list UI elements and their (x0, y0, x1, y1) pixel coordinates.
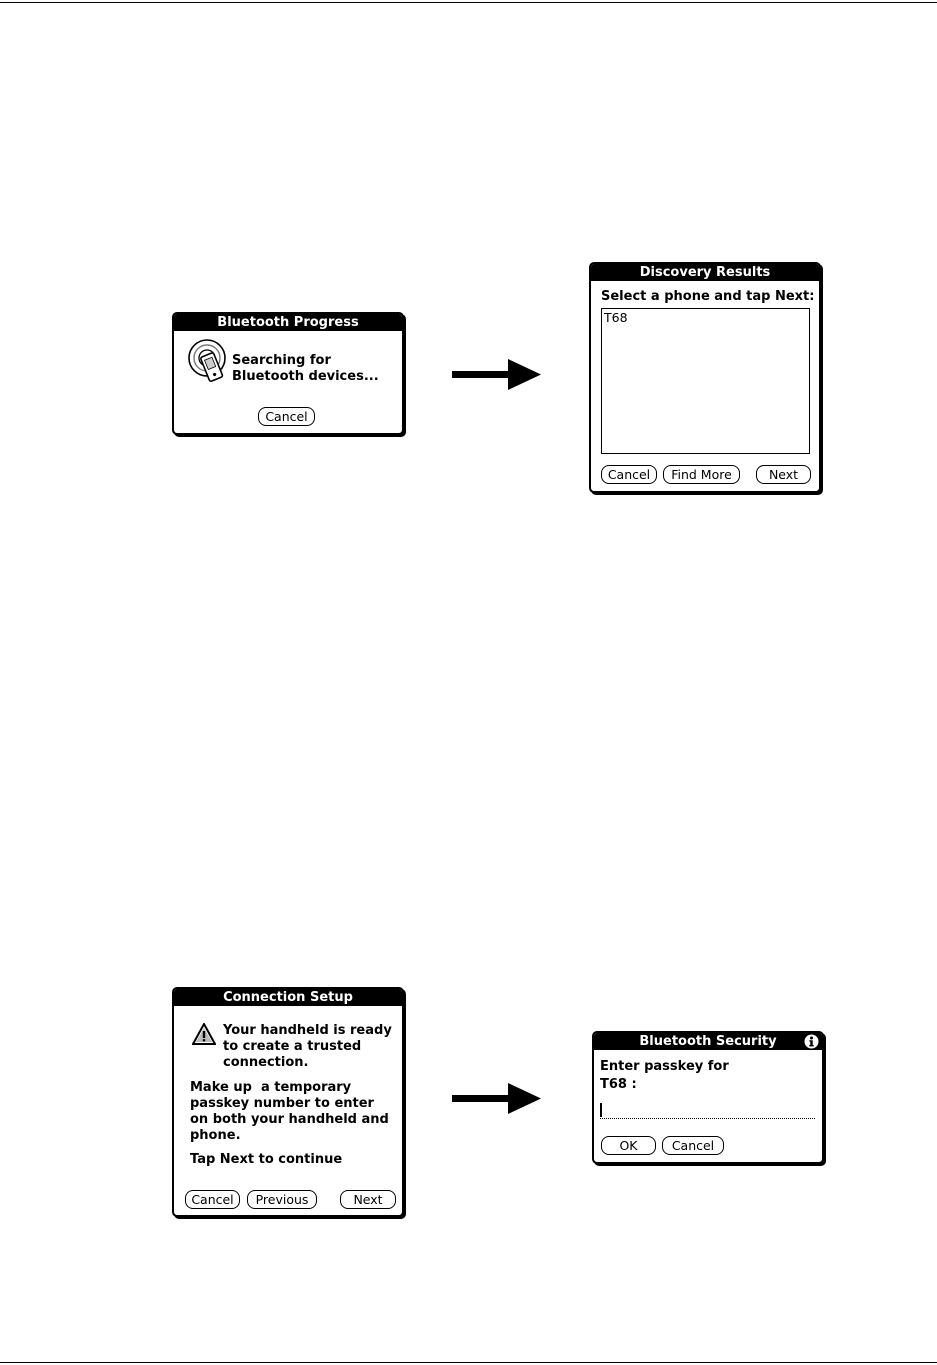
info-icon[interactable] (804, 1034, 819, 1049)
cancel-button[interactable]: Cancel (662, 1136, 724, 1155)
bluetooth-progress-dialog: Bluetooth Progress Searching for Bluetoo… (172, 312, 404, 435)
dialog-title: Discovery Results (591, 264, 819, 281)
device-list-item[interactable]: T68 (604, 310, 628, 325)
warning-triangle-icon (192, 1023, 216, 1045)
next-button[interactable]: Next (756, 465, 811, 484)
right-arrow-icon (452, 359, 541, 390)
passkey-prompt-line1: Enter passkey for (600, 1059, 729, 1074)
bottom-rule (0, 1362, 937, 1363)
ready-text-line3: connection. (223, 1055, 309, 1070)
passkey-text-line1: Make up a temporary (190, 1080, 352, 1095)
cancel-button[interactable]: Cancel (185, 1190, 240, 1209)
continue-instruction: Tap Next to continue (190, 1152, 343, 1167)
dialog-title: Bluetooth Security (594, 1033, 822, 1050)
ready-text-line2: to create a trusted (223, 1039, 362, 1054)
dialog-title: Bluetooth Progress (174, 314, 402, 331)
ok-button[interactable]: OK (601, 1136, 656, 1155)
text-cursor (600, 1103, 602, 1117)
previous-button[interactable]: Previous (247, 1190, 317, 1209)
ready-text-line1: Your handheld is ready (223, 1023, 392, 1038)
passkey-prompt-line2: T68 : (600, 1077, 637, 1092)
device-list[interactable]: T68 (601, 308, 810, 454)
discovery-results-dialog: Discovery Results Select a phone and tap… (589, 262, 821, 493)
passkey-text-line3: on both your handheld and (190, 1112, 389, 1127)
passkey-text-line4: phone. (190, 1128, 241, 1143)
select-phone-prompt: Select a phone and tap Next: (601, 289, 815, 304)
dialog-title: Connection Setup (174, 989, 402, 1006)
searching-text-line1: Searching for (232, 353, 331, 368)
passkey-text-line2: passkey number to enter (190, 1096, 374, 1111)
cancel-button[interactable]: Cancel (601, 465, 657, 484)
handheld-radio-waves-icon (188, 339, 226, 382)
bluetooth-security-dialog: Bluetooth Security Enter passkey for T68… (592, 1031, 824, 1164)
searching-text-line2: Bluetooth devices... (232, 369, 379, 384)
cancel-button[interactable]: Cancel (258, 407, 315, 426)
find-more-button[interactable]: Find More (663, 465, 740, 484)
passkey-input[interactable] (600, 1102, 815, 1119)
dialog-title-text: Bluetooth Security (639, 1034, 777, 1049)
connection-setup-dialog: Connection Setup Your handheld is ready … (172, 987, 404, 1217)
next-button[interactable]: Next (340, 1190, 396, 1209)
top-rule (0, 2, 937, 3)
right-arrow-icon (452, 1083, 541, 1114)
